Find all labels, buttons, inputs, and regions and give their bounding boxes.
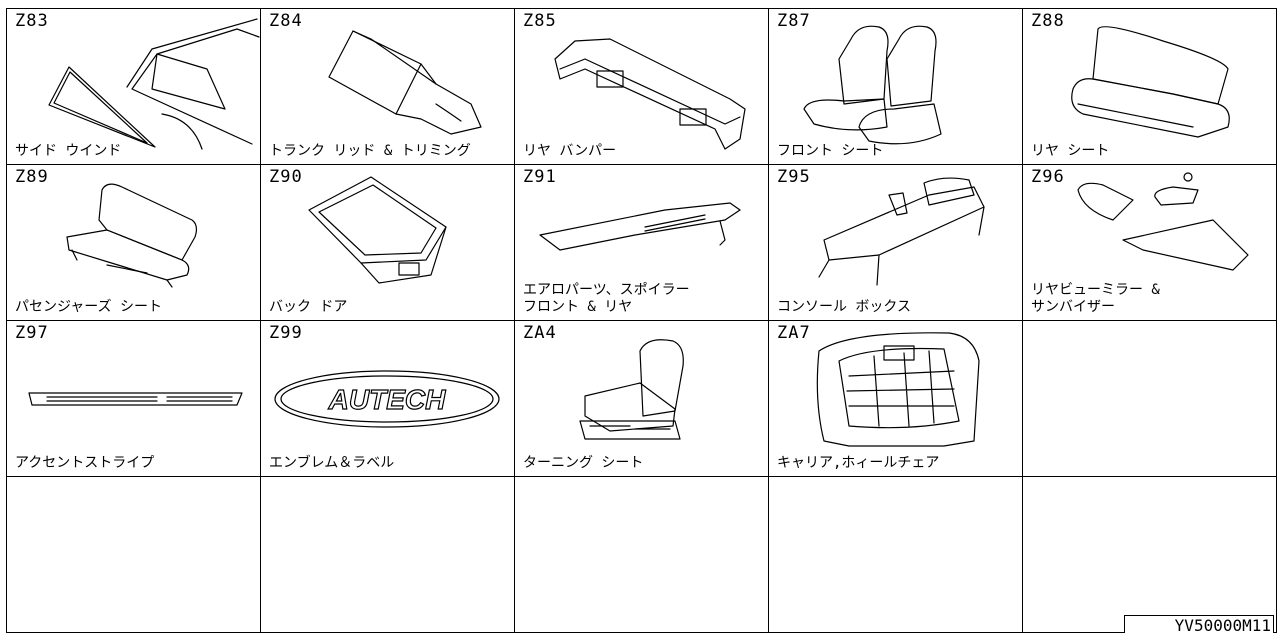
back-door-illustration: [308, 176, 447, 284]
wheelchair-carrier-illustration: [816, 332, 980, 447]
console-box-illustration: [818, 177, 985, 286]
cell-z97[interactable]: Z97 アクセントストライプ: [6, 320, 261, 477]
part-label: リヤビューミラー & サンバイザー: [1031, 282, 1160, 315]
cell-z85[interactable]: Z85 リヤ バンパー: [514, 8, 769, 165]
grid-row: Z89 パセンジャーズ シート Z90 バック ドア Z91: [6, 164, 1277, 321]
part-label: リヤ バンパー: [523, 143, 617, 159]
accent-stripe-illustration: [28, 392, 243, 406]
mirror-visor-illustration: [1077, 172, 1249, 271]
trunk-lid-illustration: [328, 30, 482, 135]
cell-z83[interactable]: Z83 サイド ウインド: [6, 8, 261, 165]
empty-cell: [768, 476, 1023, 633]
part-label: アクセントストライプ: [15, 455, 155, 471]
part-code: Z91: [523, 167, 557, 187]
empty-cell: [514, 476, 769, 633]
part-label: エンブレム＆ラベル: [269, 455, 395, 471]
rear-bumper-illustration: [554, 38, 746, 150]
cell-z89[interactable]: Z89 パセンジャーズ シート: [6, 164, 261, 321]
part-code: Z95: [777, 167, 811, 187]
cell-z91[interactable]: Z91 エアロパーツ、スポイラー フロント & リヤ: [514, 164, 769, 321]
cell-z90[interactable]: Z90 バック ドア: [260, 164, 515, 321]
part-label: キャリア,ホィールチェア: [777, 455, 940, 471]
emblem-illustration: AUTECH: [274, 370, 500, 428]
part-label: トランク リッド & トリミング: [269, 143, 471, 159]
cell-z84[interactable]: Z84 トランク リッド & トリミング: [260, 8, 515, 165]
empty-cell: [1022, 476, 1277, 633]
catalog-code: YV50000M11: [1124, 615, 1274, 635]
side-window-illustration: [48, 18, 260, 150]
part-code: ZA7: [777, 323, 811, 343]
cell-z99[interactable]: Z99 AUTECH エンブレム＆ラベル: [260, 320, 515, 477]
part-label: パセンジャーズ シート: [15, 299, 163, 315]
part-code: Z89: [15, 167, 49, 187]
part-code: Z87: [777, 11, 811, 31]
passenger-seat-illustration: [66, 183, 198, 288]
part-label: ターニング シート: [523, 455, 644, 471]
part-code: ZA4: [523, 323, 557, 343]
part-code: Z83: [15, 11, 49, 31]
part-code: Z90: [269, 167, 303, 187]
part-label: フロント シート: [777, 143, 884, 159]
part-code: Z97: [15, 323, 49, 343]
turning-seat-illustration: [579, 339, 684, 440]
cell-za7[interactable]: ZA7 キャリア,ホィールチェア: [768, 320, 1023, 477]
cell-z96[interactable]: Z96 リヤビューミラー & サンバイザー: [1022, 164, 1277, 321]
grid-row: Z97 アクセントストライプ Z99 AUTECH エンブレム＆ラベル ZA4: [6, 320, 1277, 477]
part-label: エアロパーツ、スポイラー フロント & リヤ: [523, 282, 690, 315]
grid-row: Z83 サイド ウインド Z84 トランク リッド & トリミング Z85: [6, 8, 1277, 165]
part-code: Z96: [1031, 167, 1065, 187]
cell-za4[interactable]: ZA4 ターニング シート: [514, 320, 769, 477]
aero-spoiler-illustration: [539, 202, 741, 251]
grid-row: [6, 476, 1277, 633]
part-code: Z84: [269, 11, 303, 31]
rear-seat-illustration: [1071, 26, 1230, 138]
part-label: リヤ シート: [1031, 143, 1110, 159]
front-seat-illustration: [803, 25, 942, 145]
part-code: Z85: [523, 11, 557, 31]
cell-z88[interactable]: Z88 リヤ シート: [1022, 8, 1277, 165]
part-label: サイド ウインド: [15, 143, 122, 159]
emblem-text: AUTECH: [328, 384, 446, 415]
part-code: Z88: [1031, 11, 1065, 31]
cell-z87[interactable]: Z87 フロント シート: [768, 8, 1023, 165]
empty-cell: [1022, 320, 1277, 477]
parts-index-grid: Z83 サイド ウインド Z84 トランク リッド & トリミング Z85: [6, 8, 1277, 633]
part-label: コンソール ボックス: [777, 299, 912, 315]
empty-cell: [260, 476, 515, 633]
part-code: Z99: [269, 323, 303, 343]
cell-z95[interactable]: Z95 コンソール ボックス: [768, 164, 1023, 321]
empty-cell: [6, 476, 261, 633]
part-label: バック ドア: [269, 299, 348, 315]
